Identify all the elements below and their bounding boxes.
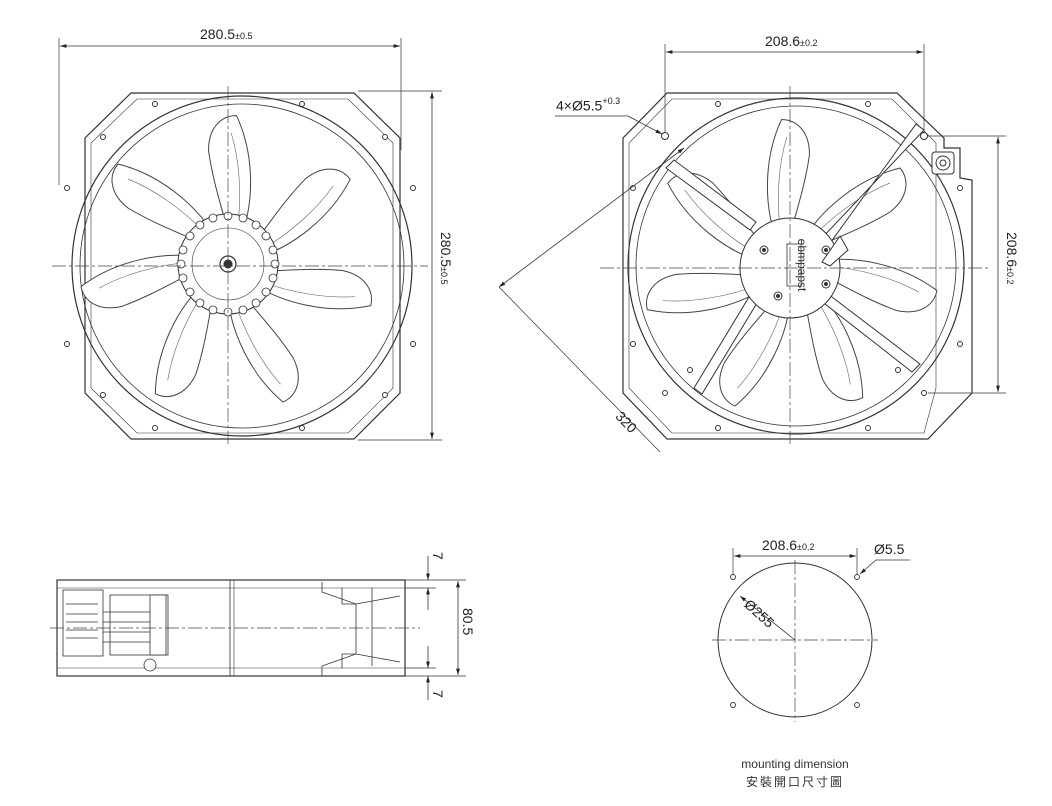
front-view: [52, 38, 442, 444]
mounting-caption-zh: 安裝開口尺寸圖: [745, 775, 844, 789]
rear-motor-label: ebmpapst: [795, 239, 809, 292]
rear-mounting-holes: [630, 101, 963, 431]
front-frame-outline: [84, 92, 401, 440]
side-depth-dimension: 80.5: [458, 608, 476, 635]
mounting-hole-dimension: Ø5.5: [874, 541, 904, 559]
rear-motor-screws: [759, 245, 831, 301]
rear-hole-callout: 4×Ø5.5+0.3: [556, 96, 620, 115]
mounting-cutout-dim-line: [739, 595, 796, 641]
rear-cable-gland: [931, 151, 955, 175]
rear-hole-spacing-v-dimension: 208.6±0.2: [1002, 232, 1020, 285]
front-height-value: 280.5: [438, 232, 454, 268]
mounting-caption-en: mounting dimension: [741, 757, 849, 771]
mounting-spacing-dimension: 208.6±0.2: [762, 537, 815, 555]
side-flange-bottom-value: 7: [430, 690, 446, 698]
rear-view: ebmpapst: [498, 44, 1006, 453]
side-depth-value: 80.5: [460, 608, 476, 636]
rear-hole-callout-leader: [555, 115, 663, 135]
rear-hole-spacing-h-dimension: 208.6±0.2: [765, 33, 818, 51]
front-width-dimension: 280.5±0.5: [200, 26, 253, 44]
mounting-hole-leader: [859, 559, 910, 575]
mounting-view: [712, 548, 910, 722]
mounting-spacing-tolerance: ±0.2: [797, 542, 815, 552]
front-hub-rivets: [176, 211, 280, 317]
rear-hole-spacing-v-value: 208.6: [1004, 232, 1020, 268]
side-flange-top-value: 7: [430, 552, 446, 560]
front-height-dimension: 280.5±0.5: [436, 232, 454, 285]
side-strut-section: [321, 582, 401, 676]
front-width-value: 280.5: [200, 26, 236, 42]
side-view: [50, 556, 466, 700]
mounting-spacing-value: 208.6: [762, 537, 798, 553]
mounting-holes: [730, 574, 860, 708]
front-width-tolerance: ±0.5: [235, 31, 253, 41]
side-flange-top-dimension: 7: [428, 552, 446, 560]
rear-hole-spacing-h-tolerance: ±0.2: [800, 38, 818, 48]
side-flange-bottom-dimension: 7: [428, 690, 446, 698]
front-height-tolerance: ±0.5: [439, 267, 449, 285]
rear-hole-spacing-v-tolerance: ±0.2: [1005, 267, 1015, 285]
rear-hole-spacing-h-value: 208.6: [765, 33, 801, 49]
rear-motor-label-plate: [786, 243, 802, 287]
front-mounting-holes: [64, 101, 416, 431]
rear-hole-callout-tolerance: +0.3: [602, 96, 621, 106]
rear-diagonal-dim-line: [498, 147, 685, 288]
side-terminal-box: [62, 589, 169, 672]
rear-struts: [665, 123, 925, 395]
rear-hole-callout-text: 4×Ø5.5: [556, 97, 603, 114]
rear-frame-outline: [622, 92, 973, 440]
mounting-hole-value: Ø5.5: [874, 541, 905, 557]
